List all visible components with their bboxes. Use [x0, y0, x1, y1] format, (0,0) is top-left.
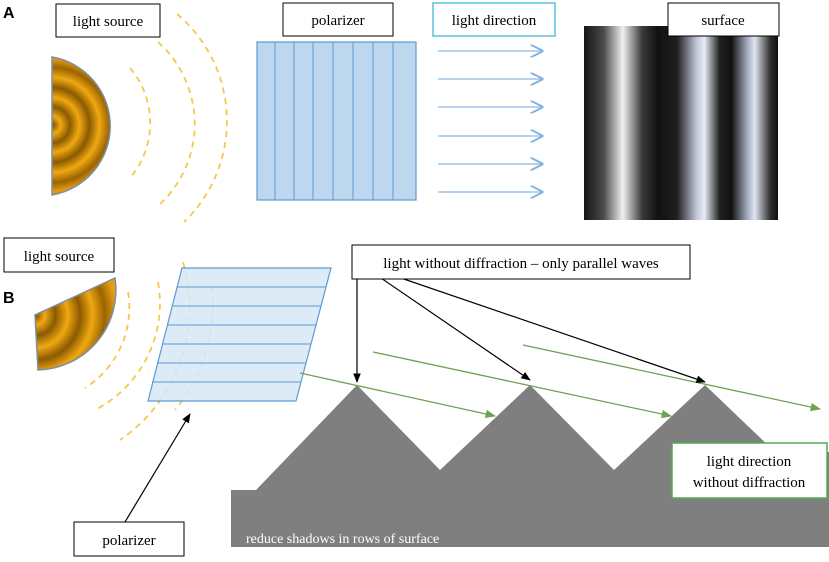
surface-b-profile	[231, 385, 829, 547]
direction-label-line1: light direction	[707, 454, 792, 470]
light-source-a-label-box: light source	[55, 3, 161, 38]
green-light-arrows	[299, 344, 822, 419]
polarizer-b	[147, 267, 332, 402]
polarizer-b-pointer	[124, 413, 191, 523]
direction-without-diffraction-box: light direction without diffraction	[671, 442, 828, 499]
light-direction-label-box: light direction	[432, 2, 556, 37]
light-source-b-label-box: light source	[3, 237, 115, 273]
light-source-a-label: light source	[73, 14, 144, 30]
surface-a-label: surface	[701, 13, 745, 29]
surface-b-caption: reduce shadows in rows of surface	[246, 532, 439, 547]
panel-b-letter: B	[3, 290, 15, 307]
callout-label-box: light without diffraction – only paralle…	[351, 244, 691, 280]
surface-a-image	[584, 26, 778, 220]
callout-arrows	[353, 275, 706, 383]
light-waves-a	[129, 13, 228, 223]
surface-a-label-box: surface	[667, 2, 780, 37]
light-source-a-shape	[51, 56, 111, 196]
polarizer-b-label-box: polarizer	[73, 521, 185, 557]
polarizer-a-label-box: polarizer	[282, 2, 394, 37]
panel-a-letter: A	[3, 5, 15, 22]
light-source-b-shape	[34, 276, 117, 371]
polarizer-b-label: polarizer	[102, 533, 155, 549]
light-source-b-label: light source	[24, 249, 95, 265]
callout-label: light without diffraction – only paralle…	[383, 256, 659, 272]
light-direction-label: light direction	[452, 13, 537, 29]
direction-label-line2: without diffraction	[693, 475, 806, 491]
polarizer-a-label: polarizer	[311, 13, 364, 29]
light-direction-arrows	[438, 51, 542, 192]
polarizer-a	[256, 41, 417, 201]
